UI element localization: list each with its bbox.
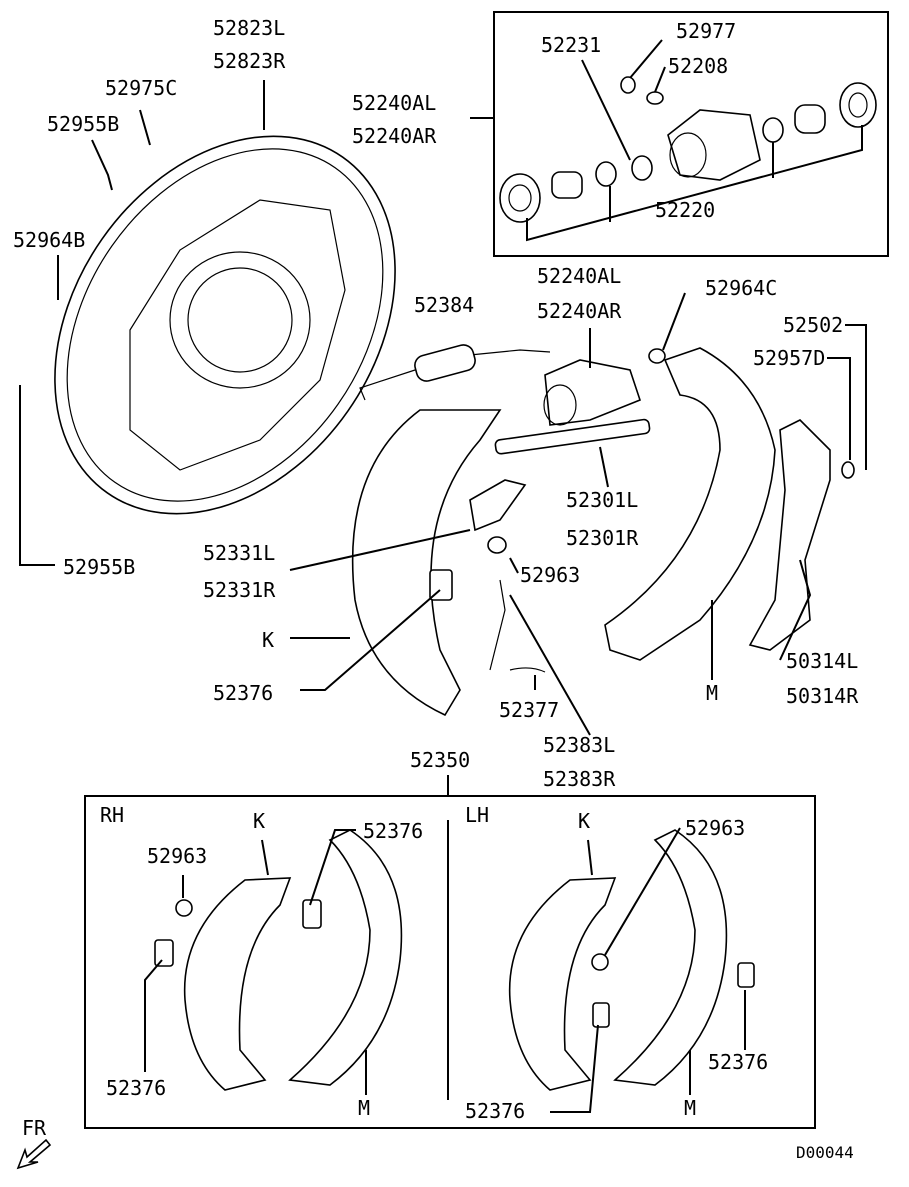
label-rh-52376-bottom: 52376 [106, 1076, 166, 1100]
label-52376: 52376 [213, 681, 273, 705]
label-52384: 52384 [414, 293, 474, 317]
label-52240al-top: 52240AL [352, 91, 436, 115]
leader-lines [19, 39, 867, 1113]
label-52964c: 52964C [705, 276, 777, 300]
label-rh-k: K [253, 809, 265, 833]
shoe-set-parts [154, 829, 755, 1091]
label-fr: FR [22, 1116, 47, 1140]
label-52964b: 52964B [13, 228, 85, 252]
label-52975c: 52975C [105, 76, 177, 100]
mid-parts [351, 344, 855, 717]
label-52977: 52977 [676, 19, 736, 43]
label-52955b-top: 52955B [47, 112, 119, 136]
label-52208: 52208 [668, 54, 728, 78]
label-52240ar-top: 52240AR [352, 124, 437, 148]
label-52957d: 52957D [753, 346, 825, 370]
label-52377: 52377 [499, 698, 559, 722]
label-52955b-bottom: 52955B [63, 555, 135, 579]
label-52350: 52350 [410, 748, 470, 772]
label-52963: 52963 [520, 563, 580, 587]
label-52383l: 52383L [543, 733, 615, 757]
label-52331r: 52331R [203, 578, 276, 602]
label-52823l: 52823L [213, 16, 285, 40]
label-50314l: 50314L [786, 649, 858, 673]
label-lh-52963: 52963 [685, 816, 745, 840]
backing-plate [54, 135, 396, 515]
wheel-cylinder-kit-box [493, 11, 889, 257]
label-52301l: 52301L [566, 488, 638, 512]
label-52301r: 52301R [566, 526, 639, 550]
label-rh-m: M [358, 1096, 370, 1120]
label-52502: 52502 [783, 313, 843, 337]
label-lh: LH [465, 803, 489, 827]
label-lh-52376-right: 52376 [708, 1050, 768, 1074]
front-direction-arrow-icon [16, 1138, 52, 1170]
label-52231: 52231 [541, 33, 601, 57]
label-lh-m: M [684, 1096, 696, 1120]
label-52240al-mid: 52240AL [537, 264, 621, 288]
label-rh-52376-top: 52376 [363, 819, 423, 843]
label-rh: RH [100, 803, 124, 827]
label-52331l: 52331L [203, 541, 275, 565]
shoe-set-box [84, 795, 816, 1129]
label-m: M [706, 681, 718, 705]
label-52383r: 52383R [543, 767, 616, 791]
label-k: K [262, 628, 274, 652]
wheel-cylinder-kit-parts [499, 76, 877, 242]
label-52240ar-mid: 52240AR [537, 299, 622, 323]
label-52823r: 52823R [213, 49, 286, 73]
label-rh-52963: 52963 [147, 844, 207, 868]
label-52220: 52220 [655, 198, 715, 222]
diagram-code: D00044 [796, 1143, 854, 1162]
part-labels: 52823L 52823R 52975C 52955B 52964B 52955… [13, 16, 859, 1162]
label-50314r: 50314R [786, 684, 859, 708]
label-lh-k: K [578, 809, 590, 833]
label-lh-52376-left: 52376 [465, 1099, 525, 1123]
